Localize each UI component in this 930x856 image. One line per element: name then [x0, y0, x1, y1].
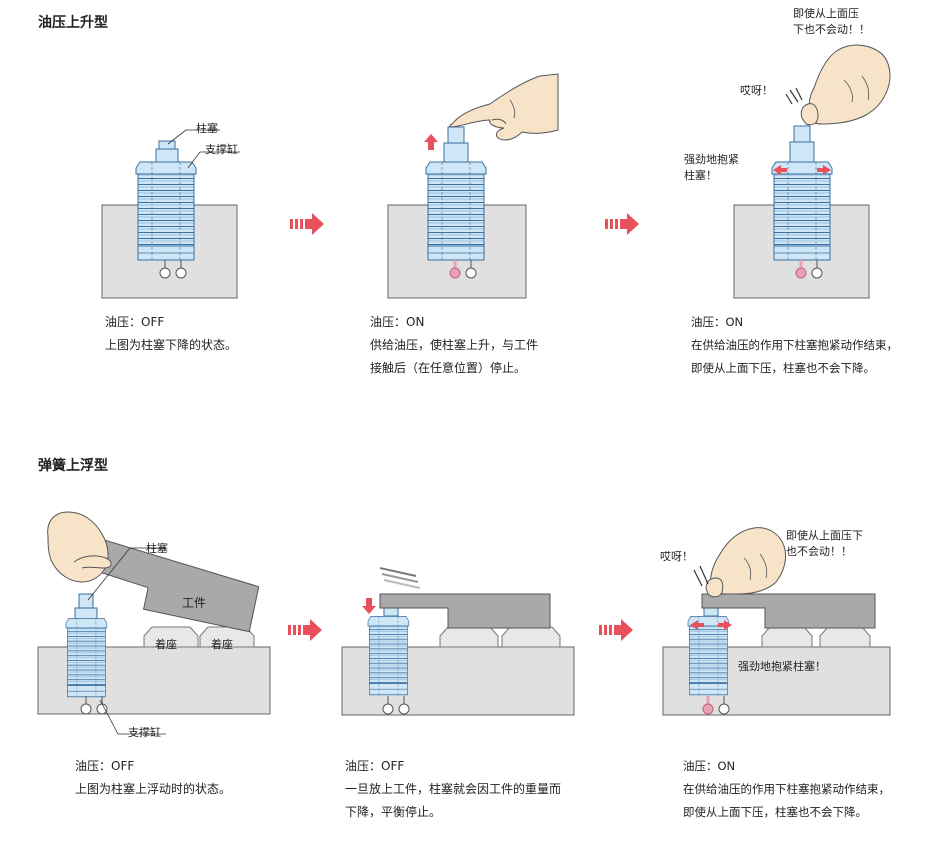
- s1-panel2-figure: [387, 73, 559, 299]
- s2-flow-arrow-1: [288, 619, 322, 641]
- s1-p3-callout-clamp-line2: 柱塞！: [684, 169, 717, 182]
- s2-flow-arrow-2: [599, 619, 633, 641]
- s1-p3-caption: 油压：ON 在供给油压的作用下柱塞抱紧动作结束， 即使从上面下压，柱塞也不会下降…: [691, 311, 898, 380]
- s1-p2-caption-line2: 供给油压，使柱塞上升，与工件: [370, 338, 539, 352]
- s2-p2-caption-line2: 一旦放上工件，柱塞就会因工件的重量而: [345, 782, 562, 796]
- s2-p1-plunger-label: 柱塞: [146, 542, 168, 555]
- s1-p3-callout-top-line2: 下也不会动！！: [793, 23, 870, 36]
- s1-p1-caption-line2: 上图为柱塞下降的状态。: [105, 338, 238, 352]
- s2-p3-caption-line3: 即使从上面下压，柱塞也不会下降。: [683, 805, 867, 819]
- s1-p3-caption-line3: 即使从上面下压，柱塞也不会下降。: [691, 361, 875, 375]
- s2-p3-callout-top-line1: 即使从上面压下: [786, 529, 863, 542]
- s1-p1-cylinder-label: 支撑缸: [205, 143, 238, 156]
- s1-p1-caption-line1: 油压：OFF: [105, 315, 165, 329]
- s2-p1-seat-label-2: 着座: [211, 638, 233, 651]
- s1-p2-caption-line1: 油压：ON: [370, 315, 425, 329]
- s2-p2-caption: 油压：OFF 一旦放上工件，柱塞就会因工件的重量而 下降，平衡停止。: [345, 755, 561, 824]
- s1-p2-caption-line3: 接触后（在任意位置）停止。: [370, 361, 527, 375]
- s1-p3-callout-top: 即使从上面压 下也不会动！！: [793, 6, 870, 38]
- s2-p3-callout-ouch: 哎呀！: [660, 550, 693, 563]
- s1-p3-callout-clamp: 强劲地抱紧 柱塞！: [684, 152, 739, 184]
- s2-p1-caption: 油压：OFF 上图为柱塞上浮动时的状态。: [75, 755, 231, 801]
- s1-p3-callout-top-line1: 即使从上面压: [793, 7, 859, 20]
- s2-p2-caption-line1: 油压：OFF: [345, 759, 405, 773]
- s2-panel3-figure: [662, 527, 891, 716]
- s2-panel1-figure: [37, 511, 271, 735]
- s1-panel3-figure: [733, 44, 891, 299]
- s1-p2-caption: 油压：ON 供给油压，使柱塞上升，与工件 接触后（在任意位置）停止。: [370, 311, 538, 380]
- s1-panel1-figure: [101, 129, 240, 299]
- s1-p1-plunger-label: 柱塞: [196, 122, 218, 135]
- section-1-title: 油压上升型: [38, 15, 108, 31]
- s1-p1-caption: 油压：OFF 上图为柱塞下降的状态。: [105, 311, 237, 357]
- s2-p3-caption-line2: 在供给油压的作用下柱塞抱紧动作结束，: [683, 782, 890, 796]
- s2-p1-caption-line2: 上图为柱塞上浮动时的状态。: [75, 782, 232, 796]
- s1-p3-caption-line2: 在供给油压的作用下柱塞抱紧动作结束，: [691, 338, 898, 352]
- s1-flow-arrow-1: [290, 213, 324, 235]
- s1-p3-callout-clamp-line1: 强劲地抱紧: [684, 153, 739, 166]
- section-2-title: 弹簧上浮型: [38, 458, 108, 474]
- s2-p3-callout-top: 即使从上面压下 也不会动！！: [786, 528, 863, 560]
- s2-p3-caption-line1: 油压：ON: [683, 759, 736, 773]
- s2-p1-cylinder-label: 支撑缸: [128, 726, 161, 739]
- s2-p3-caption: 油压：ON 在供给油压的作用下柱塞抱紧动作结束， 即使从上面下压，柱塞也不会下降…: [683, 755, 890, 824]
- s2-p3-callout-clamp: 强劲地抱紧柱塞！: [738, 660, 826, 673]
- s2-p1-seat-label-1: 着座: [155, 638, 177, 651]
- s2-panel2-figure: [341, 567, 575, 716]
- s2-p1-caption-line1: 油压：OFF: [75, 759, 135, 773]
- s2-p2-caption-line3: 下降，平衡停止。: [345, 805, 442, 819]
- s1-p3-callout-ouch: 哎呀！: [740, 84, 773, 97]
- s2-p1-workpiece-label: 工件: [182, 596, 207, 610]
- s1-flow-arrow-2: [605, 213, 639, 235]
- s1-p3-caption-line1: 油压：ON: [691, 315, 744, 329]
- s2-p3-callout-top-line2: 也不会动！！: [786, 545, 852, 558]
